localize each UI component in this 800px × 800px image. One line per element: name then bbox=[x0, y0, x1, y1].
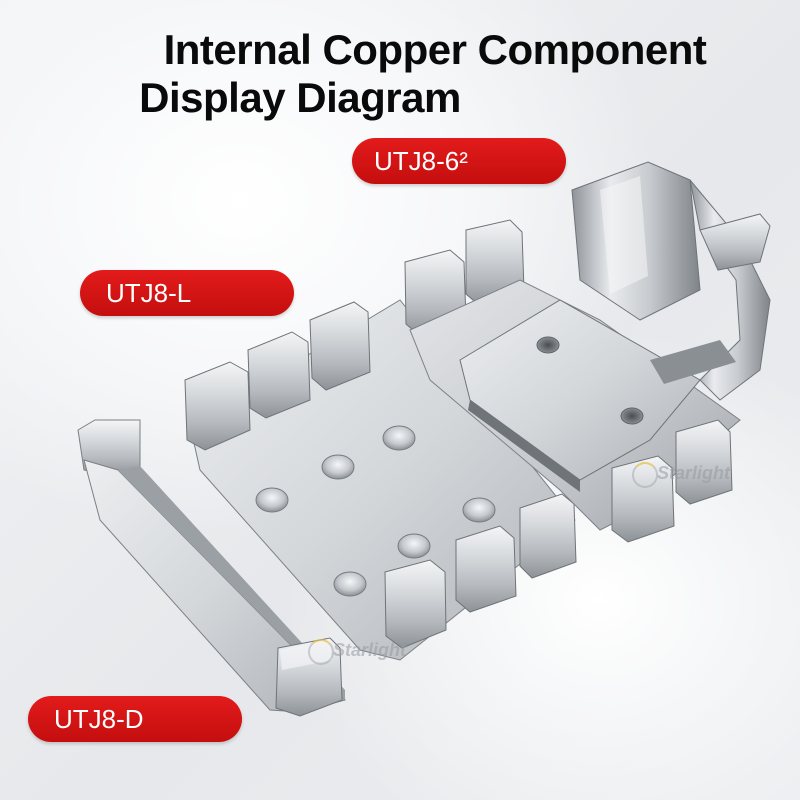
label-utj8-6: UTJ8-6² bbox=[352, 138, 566, 184]
title-line-1: Internal Copper Component bbox=[163, 26, 707, 73]
label-utj8-d: UTJ8-D bbox=[28, 696, 242, 742]
label-utj8-6-text: UTJ8-6² bbox=[374, 146, 468, 176]
label-utj8-d-text: UTJ8-D bbox=[54, 704, 144, 734]
label-utj8-l-text: UTJ8-L bbox=[106, 278, 192, 308]
watermark-text: Starlight bbox=[333, 640, 407, 660]
title-line-2: Display Diagram bbox=[139, 74, 461, 121]
utj8-l-plate bbox=[184, 299, 577, 661]
label-utj8-l: UTJ8-L bbox=[80, 270, 294, 316]
watermark-logo-icon bbox=[632, 462, 658, 488]
utj8-6-assembly bbox=[404, 161, 771, 543]
watermark-text: Starlight bbox=[657, 463, 731, 483]
page-title: Internal Copper Component Display Diagra… bbox=[0, 26, 800, 122]
watermark-logo-icon bbox=[308, 639, 334, 665]
